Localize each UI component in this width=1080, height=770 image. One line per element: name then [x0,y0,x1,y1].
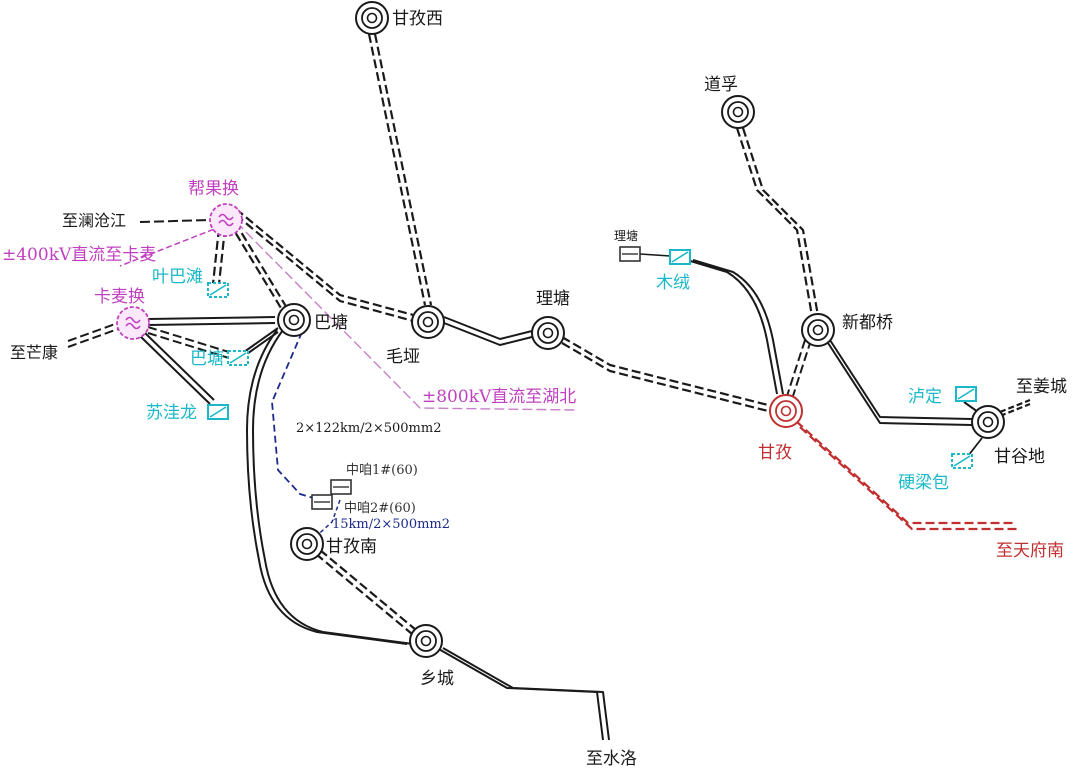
line-batang-xiangcheng [246,329,414,645]
line-litang-ganzi [561,336,769,413]
line-zhongza-ganzinan [311,499,341,541]
line-batang-zhongza [271,331,321,501]
line-daofu-xindouqiao [735,127,820,317]
converter-kamai-icon [116,306,150,340]
line-to-jiangcheng [999,398,1031,418]
line-ganzi-tianfunan [795,420,1018,531]
label-luding: 泸定 [908,387,942,407]
substation-maoya-icon [411,305,445,339]
label-kamai: 卡麦换 [94,287,145,307]
transmission-lines [67,33,1031,741]
label-zhijiangcheng: 至姜城 [1016,377,1067,397]
line-xindouqiao-ganzi [786,339,812,397]
hydro-yingliangbao-icon [951,453,973,469]
substation-ganzixi-icon [355,1,389,35]
substation-ganzinan-icon [290,527,324,561]
label-ganzinan: 甘孜南 [326,537,377,557]
substation-ganguodi-icon [971,405,1005,439]
converter-bangguo-icon [209,203,243,237]
line-ganzixi-maoya [367,33,433,306]
substation-xiangcheng-icon [409,624,443,658]
hydro-luding-icon [955,386,977,402]
line-xiangcheng-shuiluo [436,647,610,741]
line-kamai-suwalong [139,331,215,405]
label-ganzi: 甘孜 [758,443,792,463]
hydro-batang-icon [227,350,249,366]
labels: 甘孜西 道孚 帮果换 至澜沧江 ±400kV直流至卡麦 叶巴滩 卡麦换 至芒康 … [2,9,1067,769]
label-ganzixi: 甘孜西 [392,9,443,29]
line-mucheng-ganzi [686,259,784,395]
label-zhishuiluo: 至水洛 [586,749,637,769]
substation-litang-icon [531,316,565,350]
line-maoya-litang [443,316,533,346]
hydro-suwalong-icon [207,404,229,420]
line-dc400 [119,225,223,267]
hydro-zhongza2-icon [311,494,333,510]
label-yingliangbao: 硬梁包 [898,473,949,493]
line-kamai-batang [147,316,276,326]
label-dc400: ±400kV直流至卡麦 [2,245,156,265]
label-bangguo: 帮果换 [188,179,239,199]
substation-ganzi-icon [769,394,803,428]
line-kamai-batang-hydro [147,326,233,360]
label-zhongza1: 中咱1#(60) [346,463,418,478]
line-xindouqiao-ganguodi [827,336,973,426]
hydro-litang-small-icon [619,246,641,262]
label-maoya: 毛垭 [386,347,420,367]
label-xiangcheng: 乡城 [420,669,454,689]
line-dc800 [235,221,576,411]
label-batang-sub: 巴塘 [314,313,348,333]
label-daofu: 道孚 [704,75,738,95]
line-yingliangbao-ganguodi [967,437,983,457]
line-ganzinan-xiangcheng [315,549,417,635]
hydro-zhongza1-icon [330,479,352,495]
hydro-yebatan-icon [207,282,229,298]
label-dc800: ±800kV直流至湖北 [422,387,576,407]
label-line-spec-1: 2×122km/2×500mm2 [296,421,441,436]
label-xindouqiao: 新都桥 [842,313,893,333]
line-litang-small-mucheng [639,253,671,257]
label-litang-small: 理塘 [614,228,638,243]
label-zhitianfunan: 至天府南 [996,541,1064,561]
label-suwalong: 苏洼龙 [146,403,197,423]
label-zhilancang: 至澜沧江 [62,211,126,230]
line-bangguo-batang [228,221,294,319]
line-batang-batang-hydro [243,327,279,357]
label-ganguodi: 甘谷地 [994,447,1045,467]
substation-batang-icon [277,303,311,337]
substation-daofu-icon [721,95,755,129]
label-zhongza2: 中咱2#(60) [344,501,416,516]
label-line-spec-2: 15km/2×500mm2 [332,517,450,532]
label-yebatan: 叶巴滩 [152,267,203,287]
label-batang-hydro: 巴塘 [190,349,224,369]
line-bangguo-maoya [235,208,429,327]
label-litang: 理塘 [536,289,570,309]
label-mucheng: 木绒 [656,273,690,293]
substation-xindouqiao-icon [801,313,835,347]
line-to-mangkang [67,322,119,348]
label-zhimangkang: 至芒康 [10,343,58,362]
hydro-mucheng-icon [669,249,691,265]
line-to-lancangjiang [139,219,211,223]
line-bangguo-yebatan [211,227,227,285]
